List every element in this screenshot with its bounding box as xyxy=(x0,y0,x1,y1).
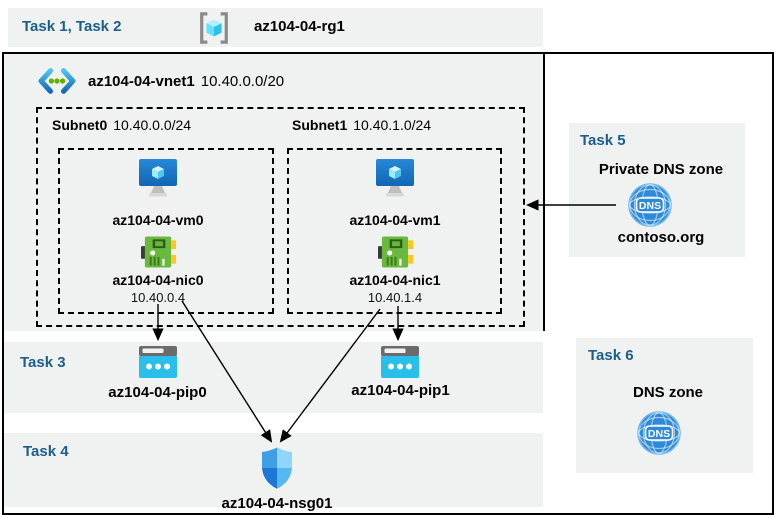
task5-zone-name: contoso.org xyxy=(617,229,705,246)
resource-group-icon xyxy=(197,11,231,45)
svg-text:DNS: DNS xyxy=(639,200,661,212)
subnet0-box xyxy=(58,148,274,314)
task1-2-label: Task 1, Task 2 xyxy=(22,18,122,35)
task5-label: Task 5 xyxy=(580,132,626,149)
subnet1-label: Subnet1 10.40.1.0/24 xyxy=(292,117,431,133)
subnet0-cidr: 10.40.0.0/24 xyxy=(113,117,192,133)
task5-box: Task 5 Private DNS zone DNS contoso.org xyxy=(569,123,745,257)
pip1-label: az104-04-pip1 xyxy=(351,382,450,399)
virtual-network-icon xyxy=(36,67,78,95)
task3-label: Task 3 xyxy=(20,354,66,371)
task6-title: DNS zone xyxy=(632,384,703,401)
task5-title: Private DNS zone xyxy=(598,161,724,178)
vnet-cidr: 10.40.0.0/20 xyxy=(200,73,285,90)
vnet-label: az104-04-vnet1 10.40.0.0/20 xyxy=(88,73,284,90)
pip0-icon xyxy=(139,346,177,378)
task1-2-band: Task 1, Task 2 az104-04-rg1 xyxy=(8,8,543,47)
subnet1-name: Subnet1 xyxy=(292,117,348,133)
dns-icon: DNS xyxy=(637,411,681,455)
vm0-label: az104-04-vm0 xyxy=(112,212,204,228)
vm0-icon xyxy=(136,159,180,199)
task4-label: Task 4 xyxy=(23,443,69,460)
subnet1-cidr: 10.40.1.0/24 xyxy=(353,117,432,133)
nic0-label: az104-04-nic0 xyxy=(112,272,204,288)
nic1-label: az104-04-nic1 xyxy=(349,272,441,288)
resource-group-name: az104-04-rg1 xyxy=(254,18,345,35)
nsg-shield-icon xyxy=(259,446,295,490)
nic0-ip: 10.40.0.4 xyxy=(130,290,186,305)
pip0-label: az104-04-pip0 xyxy=(108,384,207,401)
vm1-label: az104-04-vm1 xyxy=(349,212,441,228)
pip1-icon xyxy=(381,346,419,378)
subnet0-label: Subnet0 10.40.0.0/24 xyxy=(52,117,191,133)
vnet-name: az104-04-vnet1 xyxy=(88,73,195,90)
task3-band: Task 3 xyxy=(4,342,543,413)
nic1-ip: 10.40.1.4 xyxy=(367,290,423,305)
vnet-container xyxy=(4,54,545,331)
nic1-icon xyxy=(378,235,413,269)
task6-box: Task 6 DNS zone DNS xyxy=(576,338,753,473)
subnet0-name: Subnet0 xyxy=(52,117,108,133)
nic0-icon xyxy=(141,235,176,269)
task6-label: Task 6 xyxy=(588,347,634,364)
subnet1-box xyxy=(287,148,502,314)
dns-icon: DNS xyxy=(628,183,672,227)
svg-text:DNS: DNS xyxy=(648,428,670,440)
vm1-icon xyxy=(373,159,417,199)
nsg-label: az104-04-nsg01 xyxy=(221,495,333,512)
